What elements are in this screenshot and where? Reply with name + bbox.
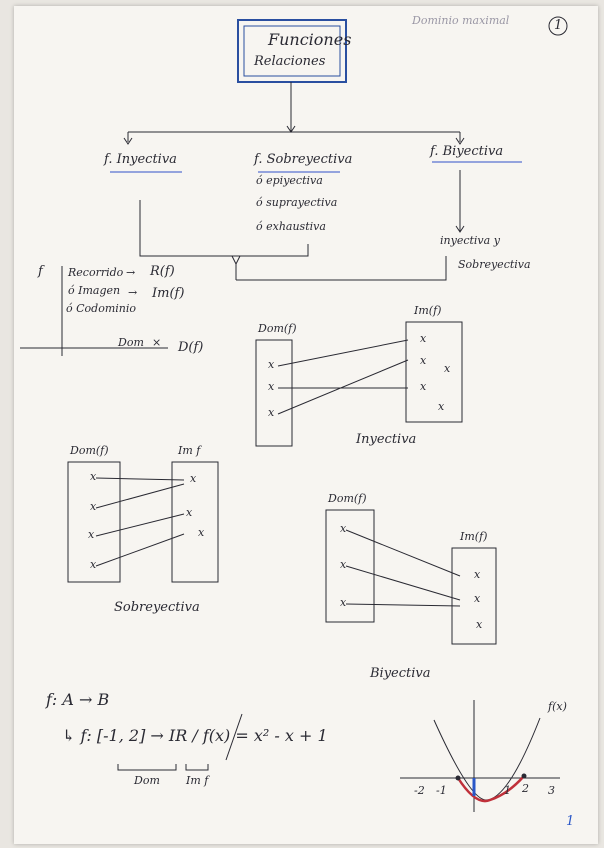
bij-x: x — [476, 618, 482, 631]
inj-caption: Inyectiva — [356, 432, 416, 447]
bijective-desc-1: inyectiva y — [440, 234, 500, 247]
inj-x: x — [268, 358, 274, 371]
formula-line1: f: A → B — [46, 690, 109, 709]
inj-x: x — [420, 380, 426, 393]
bij-x: x — [474, 592, 480, 605]
bij-left-label: Dom(f) — [328, 492, 367, 505]
formula-im-label: Im f — [186, 774, 208, 787]
bij-x: x — [340, 596, 346, 609]
sur-x: x — [90, 500, 96, 513]
inj-x: x — [268, 380, 274, 393]
sur-right-label: Im f — [178, 444, 200, 457]
title-line1: Funciones — [268, 30, 351, 49]
left-target-2: Im(f) — [152, 286, 184, 301]
sur-x: x — [90, 558, 96, 571]
formula-line2: ↳ f: [-1, 2] → IR / f(x) = x² - x + 1 — [62, 726, 328, 745]
title-line2: Relaciones — [254, 54, 325, 69]
left-arrow-1: → — [126, 266, 135, 279]
tree-connectors — [124, 82, 464, 144]
inj-x: x — [268, 406, 274, 419]
surjective-syn-1: ó epiyectiva — [256, 174, 323, 187]
bij-right-label: Im(f) — [460, 530, 487, 543]
left-line-1: Recorrido — [68, 266, 123, 279]
left-arrow-2: → — [128, 286, 137, 299]
sur-x: x — [186, 506, 192, 519]
sur-left-label: Dom(f) — [70, 444, 109, 457]
surjective-syn-3: ó exhaustiva — [256, 220, 326, 233]
sur-x: x — [198, 526, 204, 539]
page-circle-number: 1 — [554, 18, 562, 33]
sur-x: x — [190, 472, 196, 485]
graph-fx-label: f(x) — [548, 700, 567, 713]
graph-tick: -1 — [436, 784, 447, 797]
inj-x: x — [420, 332, 426, 345]
left-line-3: ó Codominio — [66, 302, 136, 315]
left-domain-target: D(f) — [178, 340, 203, 355]
surjective-syn-2: ó suprayectiva — [256, 196, 337, 209]
injective-diagram — [256, 322, 462, 446]
left-domain-arrow: × — [152, 336, 161, 349]
bij-caption: Biyectiva — [370, 666, 431, 681]
graph-tick: 2 — [522, 782, 529, 795]
left-target-1: R(f) — [150, 264, 175, 279]
left-f-label: f — [38, 264, 43, 279]
inj-right-label: Im(f) — [414, 304, 441, 317]
bijective-desc-2: Sobreyectiva — [458, 258, 531, 271]
formula-dom-label: Dom — [134, 774, 160, 787]
sur-x: x — [90, 470, 96, 483]
graph-tick: 3 — [548, 784, 555, 797]
left-domain: Dom — [118, 336, 144, 349]
inj-x: x — [438, 400, 444, 413]
page-number: 1 — [566, 814, 574, 829]
sur-caption: Sobreyectiva — [114, 600, 200, 615]
inj-x: x — [444, 362, 450, 375]
sur-x: x — [88, 528, 94, 541]
graph-tick: -2 — [414, 784, 425, 797]
bij-x: x — [340, 558, 346, 571]
graph-tick: 1 — [504, 784, 511, 797]
left-line-2: ó Imagen — [68, 284, 120, 297]
inj-x: x — [420, 354, 426, 367]
header-note: Dominio maximal — [412, 14, 509, 27]
bij-x: x — [474, 568, 480, 581]
branch-injective: f. Inyectiva — [104, 152, 177, 167]
branch-surjective: f. Sobreyectiva — [254, 152, 352, 167]
branch-bijective: f. Biyectiva — [430, 144, 503, 159]
bij-x: x — [340, 522, 346, 535]
inj-left-label: Dom(f) — [258, 322, 297, 335]
